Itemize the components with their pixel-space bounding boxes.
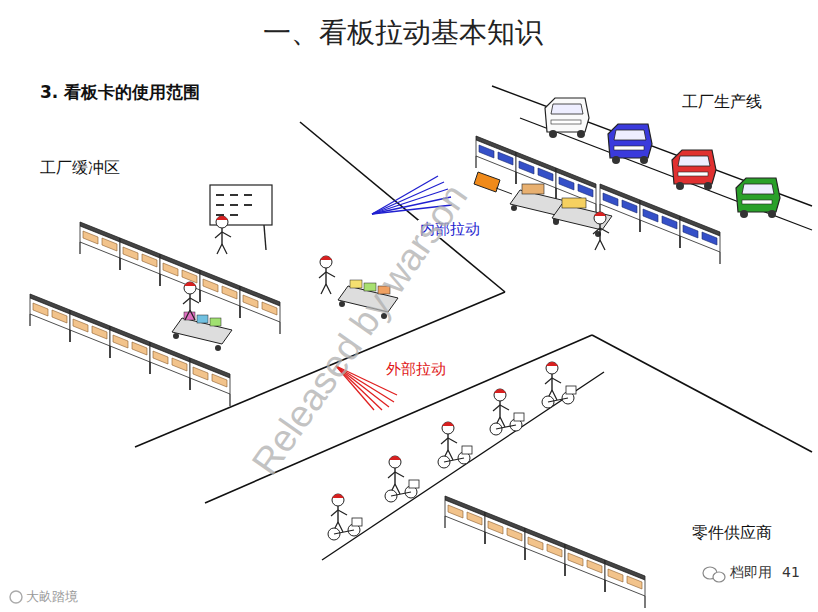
zone-label: 零件供应商 — [690, 523, 774, 542]
section-heading: 3. 看板卡的使用范围 — [38, 82, 202, 102]
zone-label: 工厂缓冲区 — [38, 158, 122, 177]
zone-label: 工厂生产线 — [680, 92, 764, 111]
page-title: 一、看板拉动基本知识 — [0, 16, 812, 50]
page-number: 41 — [782, 564, 800, 581]
watermark: 档即用 — [730, 564, 772, 581]
watermark: 大畝踏境 — [26, 589, 78, 605]
watermark: Released by warson — [243, 176, 478, 484]
pull-label: 外部拉动 — [384, 360, 448, 378]
